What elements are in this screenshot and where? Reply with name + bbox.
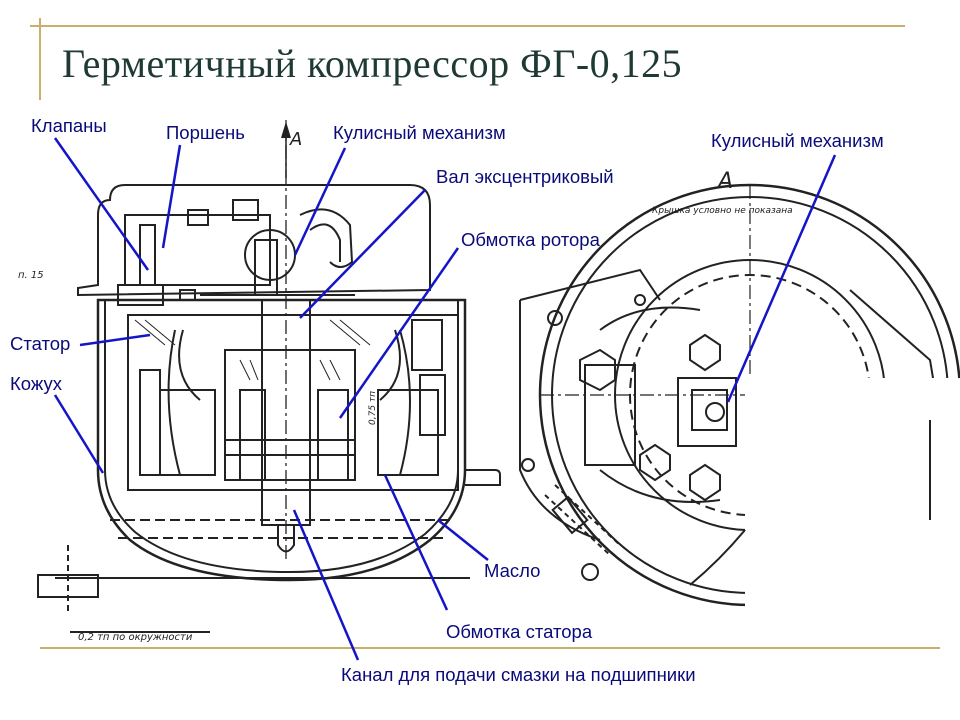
- slide-title: Герметичный компрессор ФГ-0,125: [62, 41, 683, 86]
- label-valves: Клапаны: [31, 115, 107, 136]
- leader-valves: [53, 137, 150, 271]
- label-stator: Статор: [10, 333, 71, 354]
- label-oil: Масло: [484, 560, 541, 581]
- leader-rotor-winding: [338, 247, 460, 419]
- leader-stator-winding: [383, 474, 449, 611]
- section-a-left: A: [289, 129, 302, 150]
- label-rocker-right: Кулисный механизм: [711, 130, 884, 151]
- ref-15: п. 15: [18, 270, 44, 281]
- label-rotor-winding: Обмотка ротора: [461, 229, 600, 250]
- label-stator-winding: Обмотка статора: [446, 621, 593, 642]
- leader-piston: [161, 144, 182, 249]
- label-eccentric-shaft: Вал эксцентриковый: [436, 166, 614, 187]
- left-section-view: [37, 120, 501, 633]
- leader-rocker-right: [726, 154, 837, 403]
- section-a-right: A: [716, 169, 733, 194]
- leader-rocker-left: [293, 147, 347, 256]
- label-rocker-left: Кулисный механизм: [333, 122, 506, 143]
- leader-oil: [437, 519, 489, 561]
- leader-casing: [53, 394, 105, 474]
- dim-note: 0,75 тп: [368, 391, 378, 425]
- leader-stator: [79, 333, 151, 347]
- label-casing: Кожух: [10, 373, 62, 394]
- masked-area-2: [790, 378, 960, 528]
- runout-note: 0,2 тп по окружности: [78, 632, 193, 643]
- cover-note: Крышка условно не показана: [652, 206, 793, 216]
- leader-lines: [53, 137, 837, 661]
- label-lubrication-channel: Канал для подачи смазки на подшипники: [341, 664, 696, 685]
- label-piston: Поршень: [166, 122, 245, 143]
- leader-lube-channel: [292, 509, 360, 661]
- leader-shaft: [299, 189, 426, 319]
